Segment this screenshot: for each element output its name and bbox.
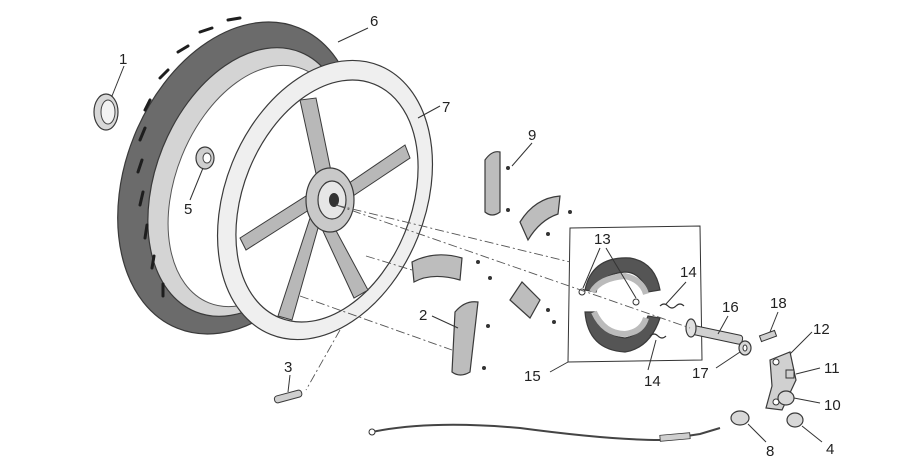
part-15-brake-shoes	[567, 225, 703, 363]
callout-8: 8	[766, 443, 774, 460]
callout-4: 4	[826, 441, 834, 458]
callout-17: 17	[692, 365, 709, 382]
callout-18: 18	[770, 295, 787, 312]
brake-cable	[368, 423, 721, 442]
part-1-cap	[93, 93, 119, 131]
part-16-shaft	[685, 318, 744, 345]
assembly-lines	[299, 204, 691, 391]
callout-1: 1	[119, 51, 127, 68]
callout-16: 16	[722, 299, 739, 316]
callout-5: 5	[184, 201, 192, 218]
callout-10: 10	[824, 397, 841, 414]
callout-15: 15	[524, 368, 541, 385]
part-9-weights-upper	[484, 151, 572, 242]
part-3-valve	[273, 389, 303, 404]
callout-3: 3	[284, 359, 292, 376]
wheel-rim	[216, 59, 434, 341]
part-5-bushing	[195, 146, 215, 170]
part-8-bushing	[730, 410, 750, 426]
part-2-weights-lower	[411, 254, 556, 376]
callout-12: 12	[813, 321, 830, 338]
leader-lines	[111, 27, 823, 443]
part-11-nut	[785, 369, 795, 379]
part-18-bolt	[758, 329, 778, 343]
part-4-pin	[786, 412, 804, 428]
callout-13: 13	[594, 231, 611, 248]
callout-14-bottom: 14	[644, 373, 661, 390]
part-10-pin	[777, 390, 795, 406]
callout-7: 7	[442, 99, 450, 116]
callout-2: 2	[419, 307, 427, 324]
callout-14-top: 14	[680, 264, 697, 281]
callout-9: 9	[528, 127, 536, 144]
callout-6: 6	[370, 13, 378, 30]
part-17-washer	[738, 340, 752, 356]
callout-11: 11	[824, 360, 840, 377]
